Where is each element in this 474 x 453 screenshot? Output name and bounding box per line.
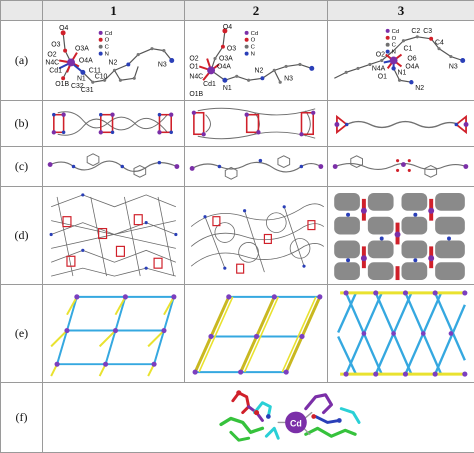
panel-b-2-chain bbox=[185, 101, 327, 146]
panel-b-3 bbox=[328, 101, 474, 147]
atom-label: O3 bbox=[51, 42, 60, 49]
panel-a-2: O4 O3 O2 O1 O3A O4A N4C Cd1 N1 N2 O1B N3… bbox=[185, 21, 328, 101]
atom-label: N4C bbox=[189, 73, 203, 80]
atom-label: O3A bbox=[219, 56, 233, 63]
atom-label: O2 bbox=[47, 52, 56, 59]
atom-label: C10 bbox=[95, 73, 108, 80]
atom-label: Cd1 bbox=[203, 81, 216, 88]
atom-label: Cd1 bbox=[49, 67, 62, 74]
atom-label: O3A bbox=[75, 46, 89, 53]
row-label-c: (c) bbox=[1, 147, 43, 187]
panel-b-1-chain bbox=[43, 101, 184, 146]
legend-label: Cd bbox=[251, 31, 259, 37]
legend-label: N bbox=[392, 50, 396, 56]
row-label-e: (e) bbox=[1, 285, 43, 383]
panel-b-3-chain bbox=[328, 101, 474, 146]
panel-d-1 bbox=[43, 187, 185, 285]
legend-label: O bbox=[251, 38, 256, 44]
panel-a-2-structure: O4 O3 O2 O1 O3A O4A N4C Cd1 N1 N2 O1B N3… bbox=[185, 21, 327, 100]
panel-c-2-chain bbox=[185, 147, 327, 186]
col-header-3: 3 bbox=[328, 1, 474, 21]
atom-label: N4A bbox=[372, 65, 386, 72]
row-label-a: (a) bbox=[1, 21, 43, 101]
legend-label: C bbox=[392, 43, 397, 49]
atom-label: N3 bbox=[449, 63, 458, 70]
element-legend: Cd O C N bbox=[99, 31, 112, 58]
atom-label: O4A bbox=[217, 63, 231, 70]
col-header-2: 2 bbox=[185, 1, 328, 21]
panel-e-1 bbox=[43, 285, 185, 383]
legend-label: C bbox=[251, 45, 256, 51]
atom-label: O2 bbox=[376, 52, 385, 59]
col-header-1: 1 bbox=[43, 1, 185, 21]
atom-label: N2 bbox=[255, 67, 264, 74]
panel-e-1-topology bbox=[43, 285, 184, 382]
panel-e-3 bbox=[328, 285, 474, 383]
atom-label: O4 bbox=[223, 24, 232, 31]
legend-label: O bbox=[392, 36, 397, 42]
atom-label: N3 bbox=[284, 75, 293, 82]
atom-label: N3 bbox=[158, 61, 167, 68]
panel-d-2 bbox=[185, 187, 328, 285]
atom-label: C4 bbox=[435, 40, 444, 47]
element-legend: Cd O C N bbox=[245, 31, 258, 58]
atom-label: N2 bbox=[415, 85, 424, 92]
panel-c-3 bbox=[328, 147, 474, 187]
panel-a-3: Cd O C N C2 C3 C4 C1 O6 O2 N4A N1 O1 O4A… bbox=[328, 21, 474, 101]
legend-label: Cd bbox=[105, 31, 113, 37]
panel-d-2-framework bbox=[185, 187, 327, 284]
panel-a-1-structure: O4 O3 O3A O2 N4C Cd1 O4A N1 C11 C10 C32 … bbox=[43, 21, 184, 100]
atom-label: N1 bbox=[77, 75, 86, 82]
panel-f-coordination: Cd bbox=[43, 383, 474, 452]
atom-label: O1 bbox=[378, 73, 387, 80]
atom-label: C31 bbox=[81, 87, 94, 94]
row-label-b: (b) bbox=[1, 101, 43, 147]
atom-label: O1B bbox=[55, 81, 69, 88]
legend-label: C bbox=[105, 45, 110, 51]
panel-b-1 bbox=[43, 101, 185, 147]
panel-c-3-chain bbox=[328, 147, 474, 186]
panel-c-1-chain bbox=[43, 147, 184, 186]
atom-label: C2 bbox=[411, 28, 420, 35]
atom-label: O4 bbox=[59, 25, 68, 32]
panel-e-2 bbox=[185, 285, 328, 383]
row-label-f: (f) bbox=[1, 383, 43, 453]
panel-d-3-framework bbox=[328, 187, 474, 284]
atom-label: O4A bbox=[405, 63, 419, 70]
legend-label: Cd bbox=[392, 29, 400, 35]
panel-c-2 bbox=[185, 147, 328, 187]
panel-f: Cd bbox=[43, 383, 474, 453]
panel-e-2-topology bbox=[185, 285, 327, 382]
panel-a-3-structure: Cd O C N C2 C3 C4 C1 O6 O2 N4A N1 O1 O4A… bbox=[328, 21, 474, 100]
legend-label: N bbox=[105, 52, 109, 58]
element-legend: Cd O C N bbox=[386, 29, 399, 56]
atom-label: N4C bbox=[45, 59, 59, 66]
corner-cell bbox=[1, 1, 43, 21]
panel-c-1 bbox=[43, 147, 185, 187]
panel-d-3 bbox=[328, 187, 474, 285]
atom-label: O1 bbox=[189, 63, 198, 70]
atom-label: O3 bbox=[227, 46, 236, 53]
legend-label: O bbox=[105, 38, 110, 44]
atom-label: N1 bbox=[223, 85, 232, 92]
panel-d-1-framework bbox=[43, 187, 184, 284]
atom-label: C3 bbox=[423, 28, 432, 35]
row-label-d: (d) bbox=[1, 187, 43, 285]
panel-a-1: O4 O3 O3A O2 N4C Cd1 O4A N1 C11 C10 C32 … bbox=[43, 21, 185, 101]
cd-center-label: Cd bbox=[290, 418, 302, 428]
atom-label: O4A bbox=[79, 57, 93, 64]
legend-label: N bbox=[251, 52, 255, 58]
atom-label: O2 bbox=[189, 56, 198, 63]
panel-b-2 bbox=[185, 101, 328, 147]
panel-e-3-topology bbox=[328, 285, 474, 382]
atom-label: O6 bbox=[407, 56, 416, 63]
atom-label: N2 bbox=[109, 59, 118, 66]
atom-label: C1 bbox=[403, 46, 412, 53]
atom-label: O1B bbox=[189, 91, 203, 98]
